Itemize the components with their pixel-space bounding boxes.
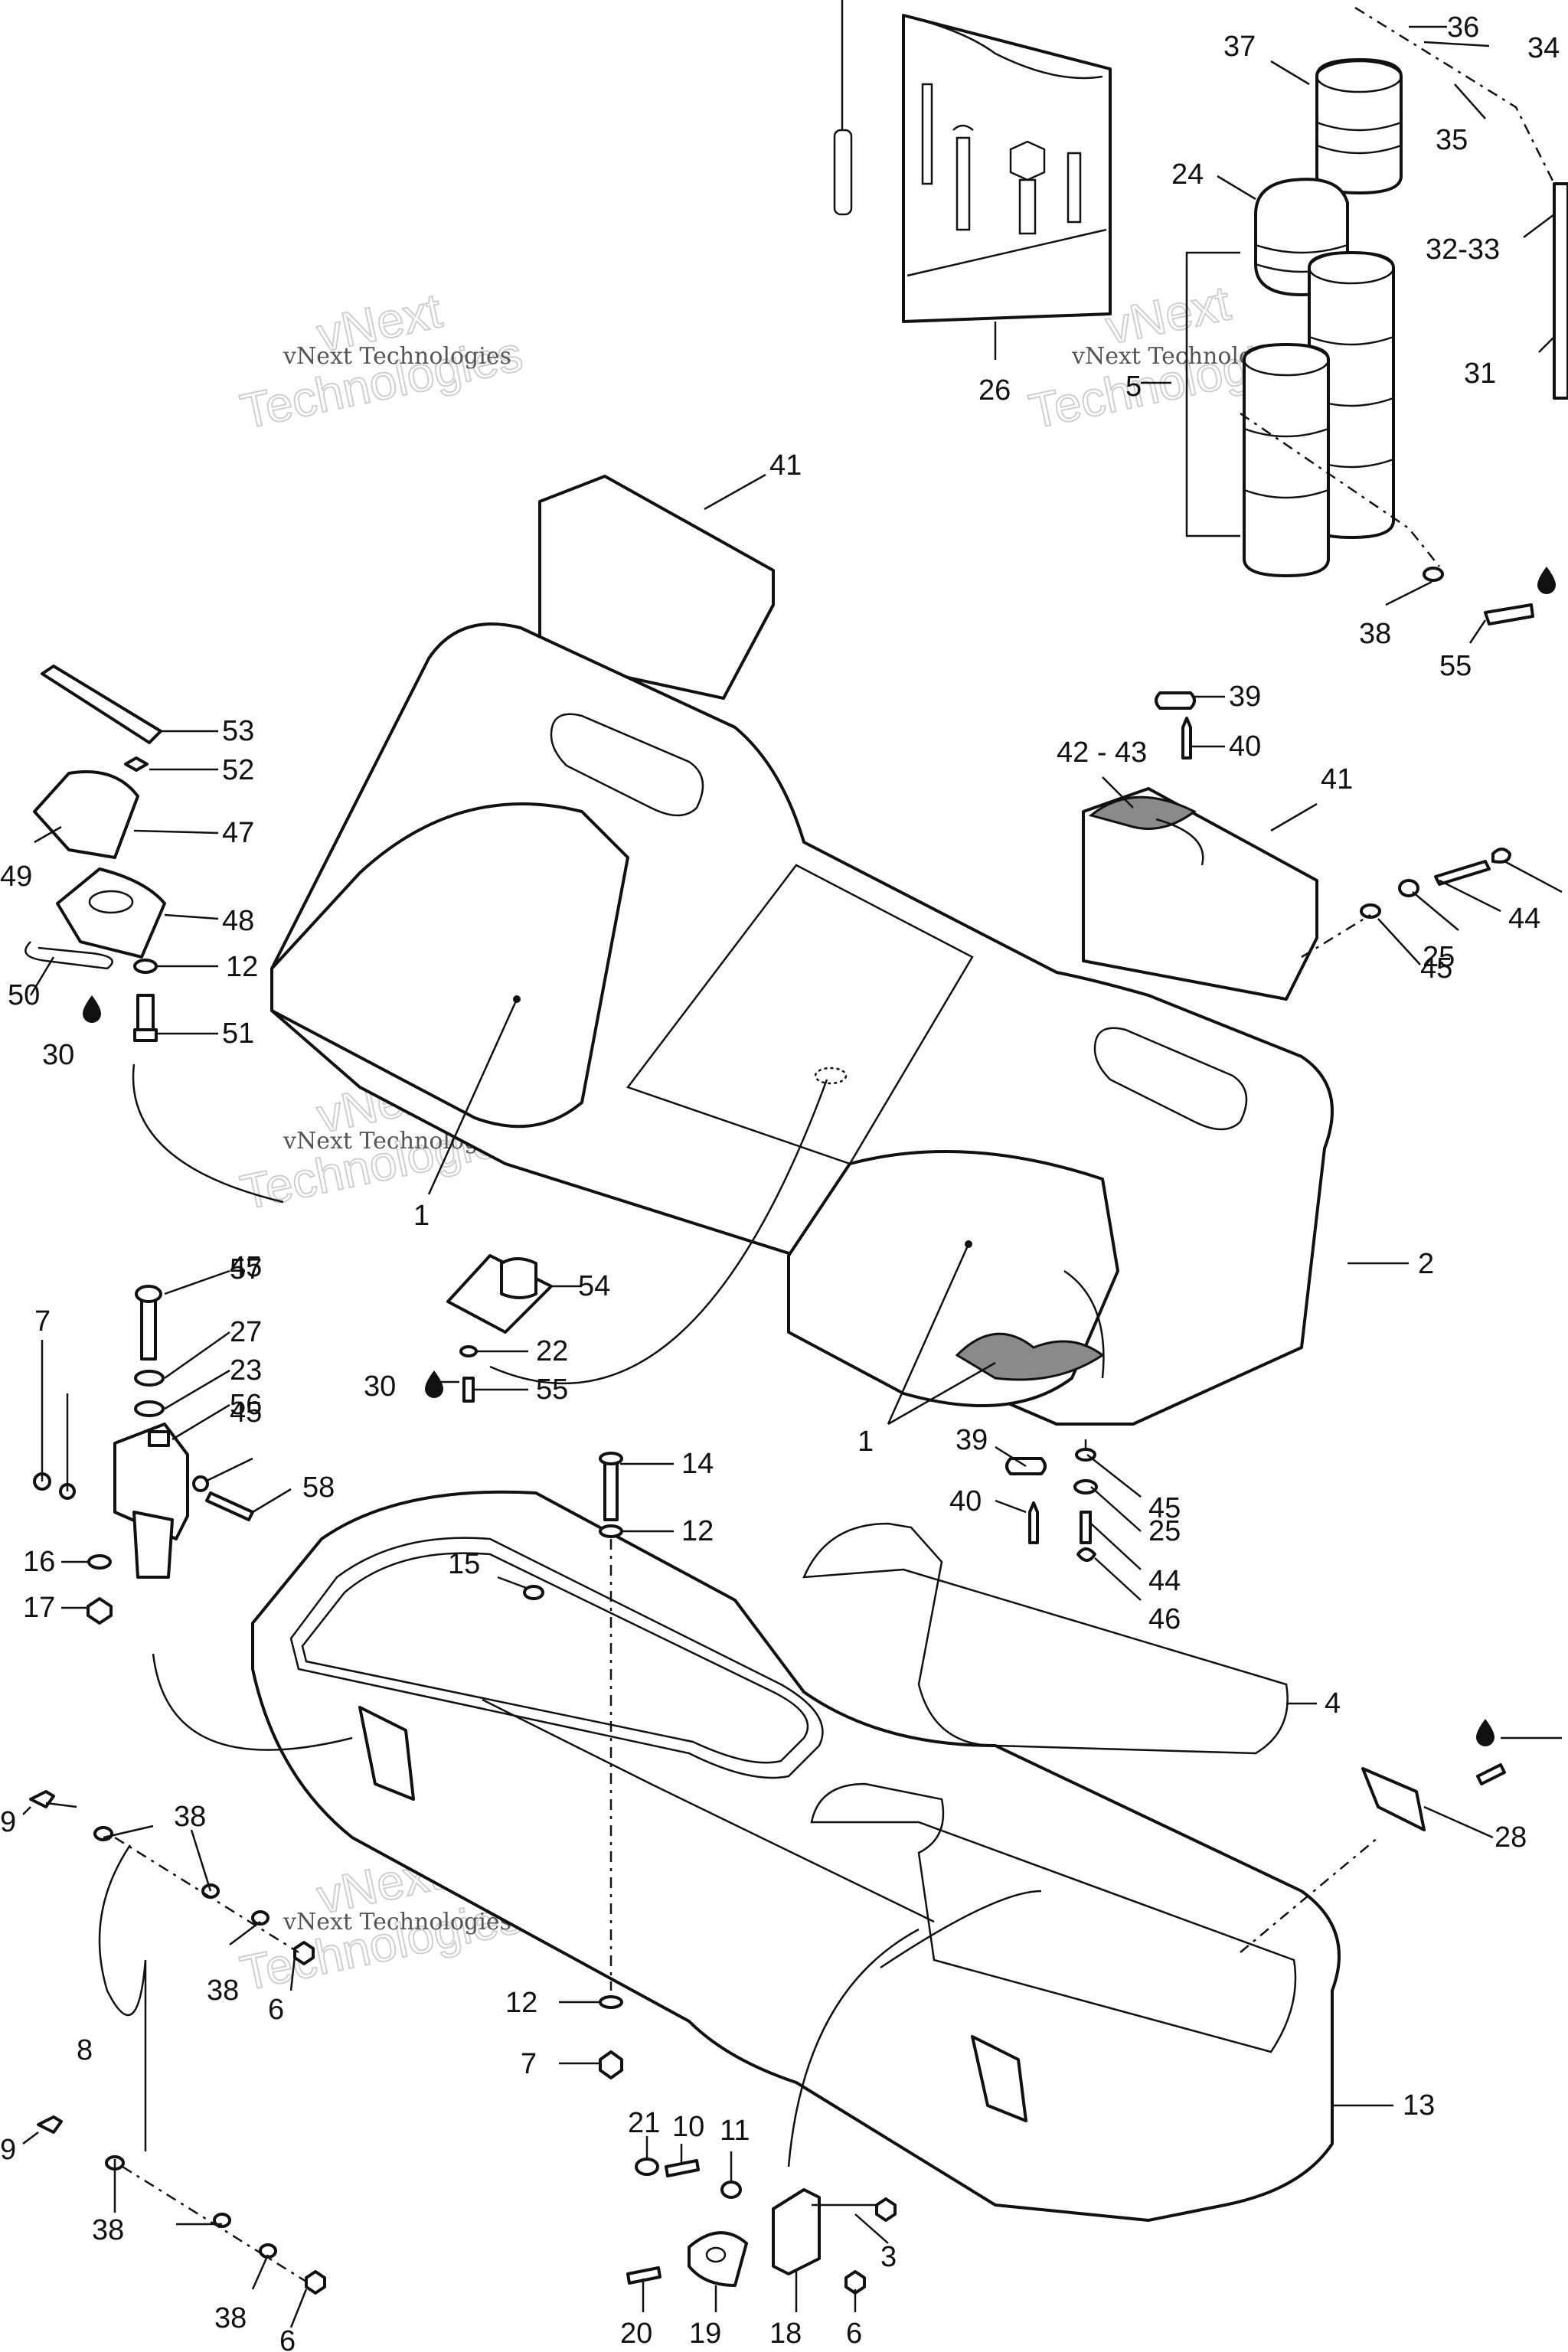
seat-body [270, 622, 1334, 1426]
callout-label: 54 [578, 1270, 610, 1302]
leader-lines [22, 25, 1563, 2328]
watermark-small-text: vNext Technologies [283, 343, 511, 370]
callout-label: 52 [222, 754, 254, 786]
oil-drop-icon [1537, 567, 1556, 594]
callout-label: 41 [1321, 763, 1353, 795]
callout-label: 37 [1223, 31, 1256, 63]
callout-label: 24 [1171, 158, 1204, 191]
callout-label: 2 [1418, 1248, 1434, 1280]
callout-label: 12 [226, 951, 258, 983]
callout-label: 31 [1464, 358, 1496, 390]
bottom-latch [626, 1928, 920, 2295]
right-hardware [1005, 567, 1534, 1953]
callout-label: 15 [448, 1548, 480, 1580]
callout-label: 40 [949, 1485, 982, 1517]
callout-label: 19 [689, 2318, 721, 2350]
tool-kit-pouch [833, 0, 1112, 323]
seat-pad-right [1082, 787, 1318, 1001]
callout-label: 49 [0, 861, 32, 893]
callout-label: 4 [1325, 1687, 1341, 1720]
callout-label: 14 [681, 1448, 714, 1480]
callout-label: 38 [214, 2302, 247, 2334]
callout-label: 41 [769, 449, 802, 482]
callout-label: 42 - 43 [1057, 737, 1147, 769]
callout-label: 5 [1125, 371, 1142, 403]
callout-label: 39 [1229, 681, 1261, 713]
callout-label: 38 [207, 1975, 239, 2007]
callout-label: 30 [42, 1039, 74, 1071]
callout-label: 16 [23, 1546, 55, 1578]
callout-label: 38 [92, 2214, 124, 2246]
lanyard-assembly [29, 1790, 326, 2295]
callout-label: 47 [222, 817, 254, 849]
oil-drop-icon [83, 995, 101, 1023]
callout-label: 50 [8, 979, 40, 1011]
callout-label: 1 [858, 1426, 874, 1458]
callout-label: 48 [222, 905, 254, 937]
callout-label: 45 [1148, 1492, 1181, 1524]
callout-label: 44 [1508, 903, 1540, 935]
callout-label: 46 [1148, 1603, 1181, 1635]
callout-label: 45 [230, 1396, 262, 1429]
callout-label: 55 [536, 1374, 568, 1406]
callout-label: 6 [846, 2318, 862, 2350]
receptacle-plate [446, 1067, 848, 1403]
bracket-assembly [33, 1285, 353, 1751]
callout-label: 40 [1229, 730, 1261, 763]
callout-label: 12 [681, 1515, 714, 1547]
callout-label: 30 [364, 1370, 396, 1403]
callout-label: 9 [0, 2134, 16, 2166]
oil-drop-icon [425, 1370, 443, 1398]
callout-label: 25 [1148, 1515, 1181, 1547]
callout-label: 7 [521, 2048, 537, 2080]
callout-label: 28 [1494, 1821, 1527, 1854]
callout-labels: 1 1 2 3 4 5 6 6 6 7 7 8 9 9 10 11 12 12 … [0, 11, 1560, 2352]
callout-label: 12 [505, 1987, 537, 2019]
callout-label: 38 [174, 1801, 206, 1833]
callout-label: 34 [1527, 32, 1560, 64]
callout-label: 53 [222, 715, 254, 747]
callout-label: 20 [620, 2318, 652, 2350]
callout-label: 7 [34, 1305, 51, 1338]
callout-label: 56 [230, 1389, 262, 1421]
callout-label: 23 [230, 1354, 262, 1387]
callout-label: 22 [536, 1335, 568, 1367]
arrow-curve [1063, 1269, 1105, 1379]
callout-label: 6 [268, 1994, 284, 2026]
callout-label: 11 [720, 2115, 750, 2147]
callout-label: 9 [0, 1806, 16, 1838]
latch-assembly [24, 665, 284, 1204]
callout-label: 55 [1439, 650, 1472, 682]
callout-label: 17 [23, 1592, 55, 1624]
callout-label: 39 [956, 1424, 988, 1456]
callout-label: 44 [1148, 1565, 1181, 1597]
callout-label: 21 [628, 2107, 660, 2139]
callout-label: 27 [230, 1316, 262, 1348]
callout-label: 6 [279, 2325, 296, 2352]
callout-label: 45 [1420, 952, 1452, 985]
seat-base [251, 1490, 1341, 2222]
callout-label: 38 [1359, 618, 1391, 650]
watermark-small-text: vNext Technologies [283, 1909, 511, 1936]
callout-label: 25 [1423, 941, 1455, 973]
oil-drop-icon [1476, 1719, 1494, 1746]
callout-label: 51 [222, 1018, 254, 1050]
callout-label: 35 [1436, 124, 1468, 156]
callout-label: 45 [230, 1251, 262, 1283]
callout-label: 3 [880, 2241, 897, 2273]
arrow-curve [880, 1890, 1042, 1969]
callout-label: 26 [978, 374, 1011, 407]
arrow-curve [1155, 818, 1204, 866]
cup-holder-assembly [1185, 6, 1568, 577]
callout-label: 18 [769, 2318, 802, 2350]
callout-label: 57 [230, 1253, 262, 1285]
callout-label: 1 [413, 1200, 430, 1232]
callout-label: 8 [77, 2034, 93, 2066]
callout-label: 13 [1403, 2089, 1435, 2122]
callout-label: 32-33 [1426, 234, 1500, 266]
callout-label: 36 [1447, 11, 1479, 44]
callout-label: 58 [302, 1472, 335, 1504]
callout-label: 10 [672, 2111, 704, 2143]
